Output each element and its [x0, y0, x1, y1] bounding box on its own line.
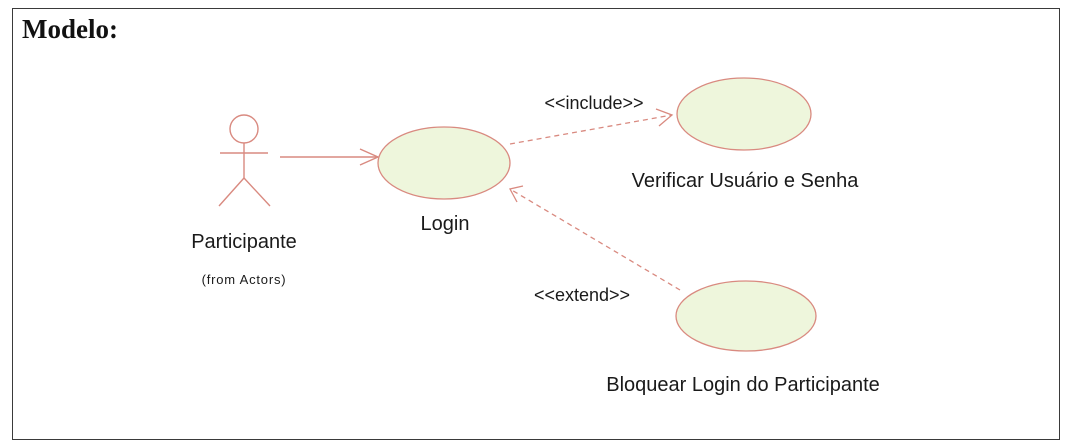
actor-participante-icon[interactable]	[218, 114, 271, 207]
use-case-login-label: Login	[421, 213, 470, 235]
extend-stereotype-label: <<extend>>	[534, 285, 630, 305]
actor-package-label: (from Actors)	[202, 272, 287, 287]
include-arrow	[509, 108, 674, 145]
actor-name-label: Participante	[191, 231, 297, 253]
include-stereotype-label: <<include>>	[544, 93, 643, 113]
use-case-login[interactable]	[377, 126, 511, 200]
diagram-frame	[12, 8, 1060, 440]
use-case-bloquear[interactable]	[675, 280, 817, 352]
association-arrow	[280, 148, 380, 166]
use-case-verificar[interactable]	[676, 77, 812, 151]
page-title: Modelo:	[22, 14, 118, 44]
extend-arrow	[509, 185, 681, 291]
use-case-verificar-label: Verificar Usuário e Senha	[632, 170, 860, 192]
use-case-bloquear-label: Bloquear Login do Participante	[606, 374, 880, 396]
